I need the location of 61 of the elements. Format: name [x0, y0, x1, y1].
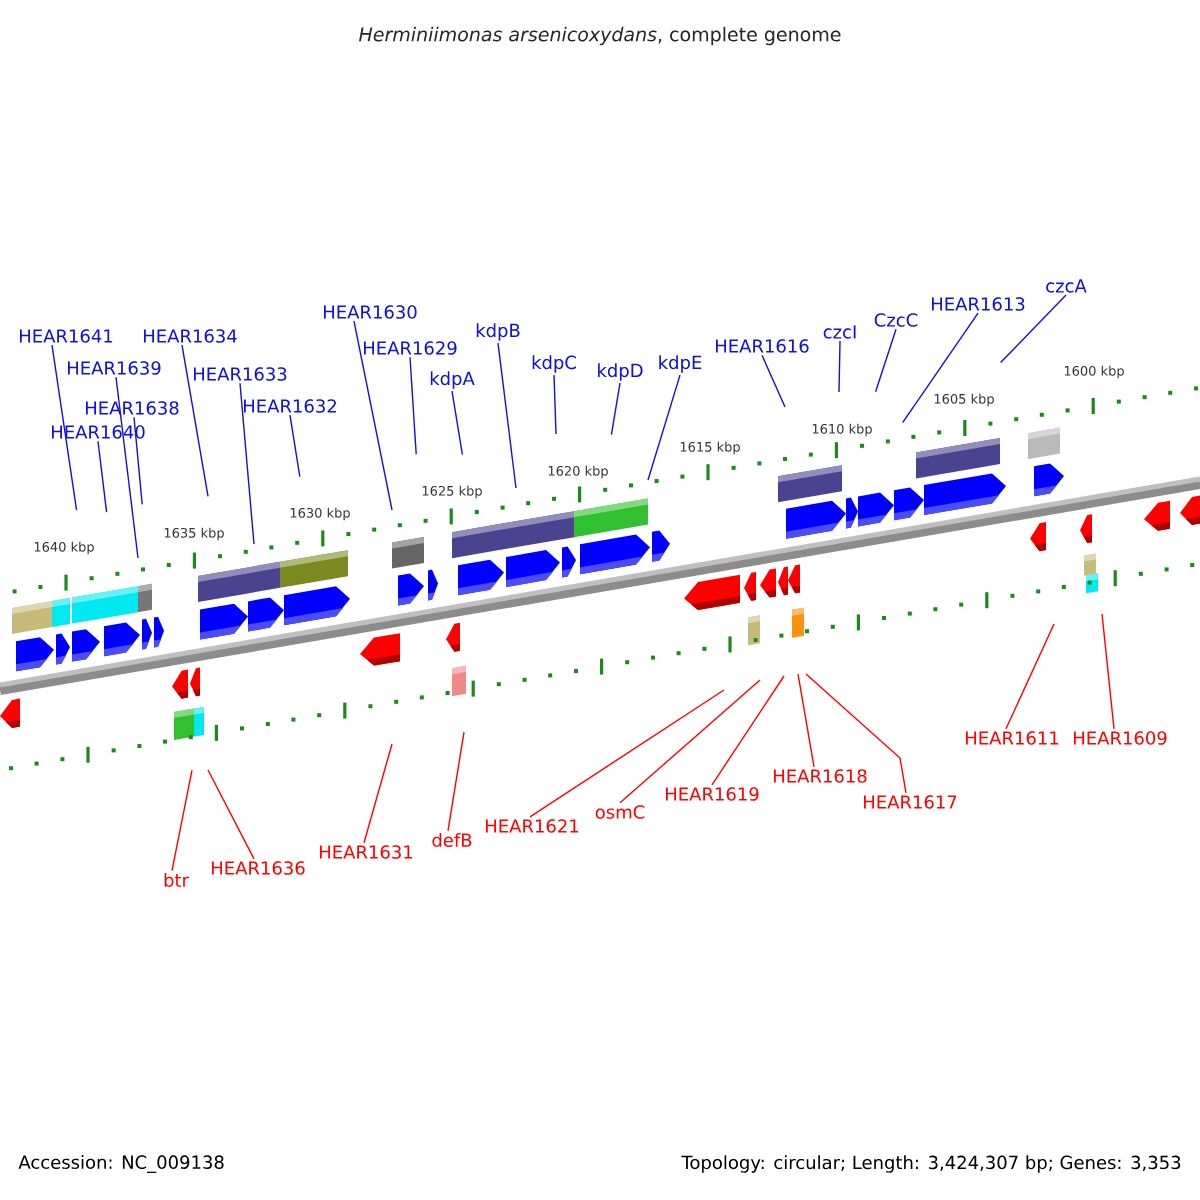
gene-label: HEAR1611 [966, 731, 1059, 745]
leader-line [181, 344, 209, 498]
leader-line [999, 294, 1067, 364]
gene-label: kdpC [532, 355, 576, 373]
leader-line [1101, 613, 1115, 730]
gene-label: CzcC [874, 313, 918, 327]
leader-line [619, 679, 761, 804]
gene-label: HEAR1631 [320, 845, 413, 859]
leader-line [447, 731, 465, 832]
gene-label: kdpE [659, 355, 702, 373]
leader-line [553, 374, 557, 435]
leader-line [901, 312, 979, 424]
leader-line [529, 689, 725, 818]
gene-label: HEAR1621 [486, 819, 579, 833]
gene-label: HEAR1636 [212, 861, 305, 875]
leader-line [207, 769, 255, 860]
gene-label: btr [164, 873, 189, 887]
gene-label: HEAR1633 [194, 367, 287, 381]
gene-label: kdpA [430, 371, 475, 389]
leader-line [115, 376, 139, 559]
gene-label: HEAR1617 [864, 795, 957, 809]
leader-line [363, 743, 393, 844]
gene-label: HEAR1629 [364, 341, 457, 355]
gene-label: HEAR1618 [774, 769, 867, 783]
leader-line [711, 675, 785, 786]
gene-label: czcA [1046, 279, 1087, 293]
accession-label: Accession: NC_009138 [18, 1155, 224, 1173]
leader-line [51, 344, 78, 511]
leader-line [1005, 623, 1055, 730]
gene-label: HEAR1639 [68, 361, 161, 375]
leader-line [409, 356, 417, 455]
leader-line [497, 342, 517, 489]
leader-line [647, 374, 681, 481]
leader-line [610, 382, 621, 436]
leader-line [97, 440, 108, 513]
leader-line [353, 320, 393, 511]
gene-label: HEAR1632 [244, 399, 336, 413]
gene-label: HEAR1616 [716, 339, 809, 353]
leader-line [805, 673, 907, 794]
gene-label: defB [432, 833, 472, 847]
leader-line [451, 390, 464, 456]
leader-line [838, 340, 841, 393]
leader-line [874, 328, 897, 393]
gene-label: kdpB [476, 323, 520, 341]
leader-line [761, 354, 786, 408]
gene-label: HEAR1630 [324, 305, 417, 319]
gene-label: HEAR1641 [20, 329, 113, 343]
leader-line [171, 769, 193, 872]
summary-label: Topology: circular; Length: 3,424,307 bp; Genes: 3,353 [681, 1155, 1181, 1173]
gene-label: osmC [595, 805, 645, 819]
leader-line [133, 416, 143, 506]
gene-label: czcI [823, 325, 856, 339]
leader-line [239, 382, 255, 545]
leader-line [797, 673, 815, 768]
title: Herminiimonas arsenicoxydans, complete genome [359, 26, 841, 46]
gene-label: HEAR1609 [1074, 731, 1167, 745]
gene-label: kdpD [598, 363, 643, 381]
gene-label: HEAR1619 [666, 787, 759, 801]
leader-line [289, 414, 301, 478]
gene-label: HEAR1634 [144, 329, 237, 343]
gene-label: HEAR1613 [932, 297, 1025, 311]
